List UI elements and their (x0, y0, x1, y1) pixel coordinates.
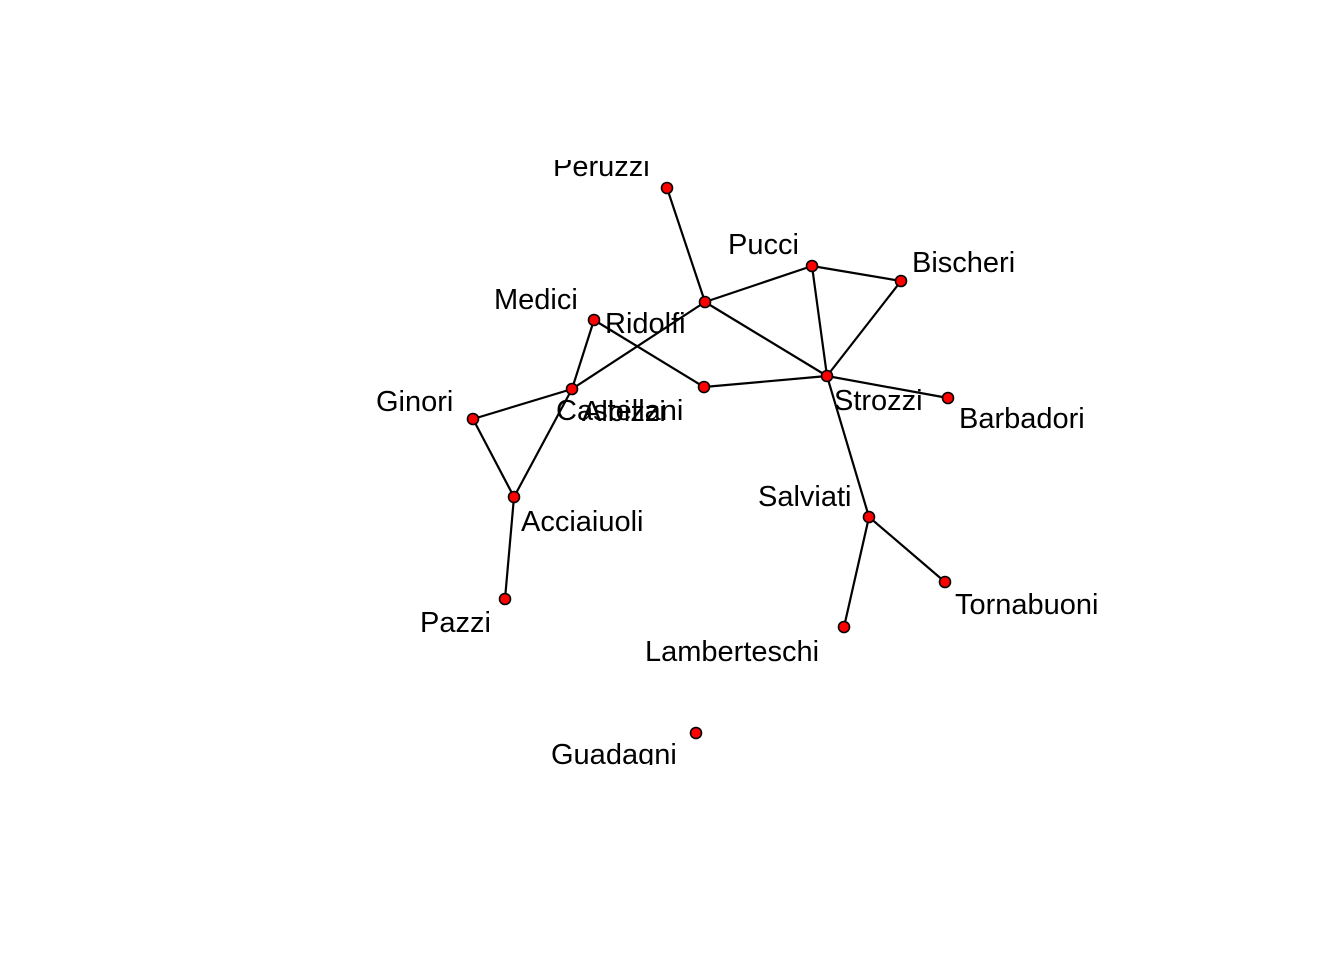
edge-medici-castellani (570, 319, 596, 390)
edge-castellani-acciaiuoli (513, 388, 573, 498)
node-salviati (862, 510, 876, 524)
node-peruzzi (660, 181, 674, 195)
edge-ridolfi-castellani (571, 301, 706, 390)
edge-salviati-lamberteschi (842, 516, 871, 628)
node-lamberteschi (837, 620, 851, 634)
node-albizzi (697, 380, 711, 394)
node-label-medici: Medici (494, 284, 578, 316)
edge-strozzi-salviati (825, 375, 871, 518)
edge-strozzi-barbadori (826, 374, 949, 400)
edge-pucci-bischeri (811, 264, 902, 283)
node-label-ginori: Ginori (376, 386, 453, 418)
node-tornabuoni (938, 575, 952, 589)
edge-bischeri-strozzi (826, 280, 902, 377)
node-label-guadagni: Guadagni (551, 739, 677, 771)
node-pucci (805, 259, 819, 273)
node-bischeri (894, 274, 908, 288)
node-ginori (466, 412, 480, 426)
node-label-salviati: Salviati (758, 481, 852, 513)
edge-medici-albizzi (593, 319, 705, 388)
node-label-albizzi: Albizzi (582, 396, 666, 428)
node-label-peruzzi: Peruzzi (553, 151, 650, 183)
node-label-pazzi: Pazzi (420, 607, 491, 639)
edge-ridolfi-pucci (704, 264, 813, 304)
edge-castellani-ginori (472, 387, 573, 421)
node-label-tornabuoni: Tornabuoni (955, 589, 1099, 621)
node-pazzi (498, 592, 512, 606)
node-barbadori (941, 391, 955, 405)
node-label-bischeri: Bischeri (912, 247, 1015, 279)
node-guadagni (689, 726, 703, 740)
node-label-barbadori: Barbadori (959, 403, 1085, 435)
node-label-pucci: Pucci (728, 229, 799, 261)
node-strozzi (820, 369, 834, 383)
node-ridolfi (698, 295, 712, 309)
edge-ginori-acciaiuoli (472, 418, 515, 498)
node-label-castellani: Castellani (556, 395, 683, 427)
node-medici (587, 313, 601, 327)
node-label-ridolfi: Ridolfi (605, 308, 686, 340)
node-castellani (565, 382, 579, 396)
node-label-strozzi: Strozzi (834, 385, 923, 417)
edge-pucci-strozzi (810, 265, 829, 377)
edge-acciaiuoli-pazzi (503, 496, 516, 600)
edge-albizzi-strozzi (703, 374, 828, 389)
nodes-layer (466, 181, 955, 740)
edge-ridolfi-strozzi (704, 301, 828, 377)
edge-salviati-tornabuoni (868, 516, 946, 583)
node-label-lamberteschi: Lamberteschi (645, 636, 819, 668)
edge-peruzzi-ridolfi (665, 187, 707, 303)
node-label-acciaiuoli: Acciaiuoli (521, 506, 644, 538)
edges-layer (472, 187, 949, 628)
node-acciaiuoli (507, 490, 521, 504)
